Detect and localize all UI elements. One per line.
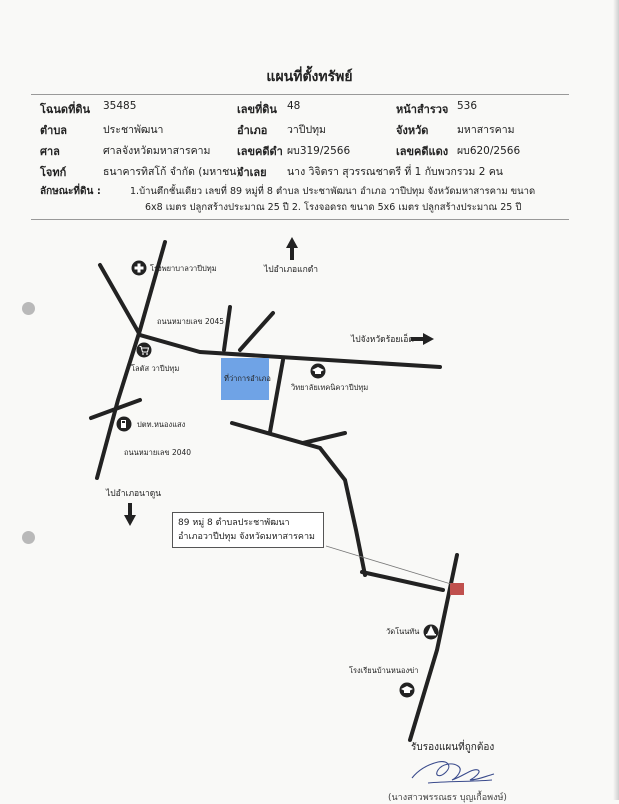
roads	[89, 240, 459, 742]
value-plaintiff: ธนาคารทิสโก้ จำกัด (มหาชน)	[103, 166, 241, 178]
arrows	[124, 237, 434, 526]
label-black-case: เลขคดีดำ	[237, 145, 283, 158]
district-office-block	[221, 358, 269, 400]
shopping-cart-icon	[136, 342, 152, 358]
district-office-label: ที่ว่าการอำเภอ	[224, 373, 271, 383]
label-district: อำเภอ	[237, 124, 268, 137]
arrow-up-icon	[286, 237, 298, 260]
hospital-label: โรงพยาบาลวาปีปทุม	[150, 264, 217, 273]
land-character-line-1: 1.บ้านตึกชั้นเดียว เลขที่ 89 หมู่ที่ 8 ต…	[130, 186, 536, 197]
arrow-right-icon	[411, 333, 434, 345]
label-defendant: จำเลย	[237, 166, 267, 179]
lotus-label: โลตัส วาปีปทุม	[131, 364, 179, 373]
value-title-deed: 35485	[103, 100, 137, 112]
road-south-short	[268, 358, 285, 434]
road-branch-right	[301, 431, 347, 445]
temple-label: วัดโนนทัน	[386, 627, 419, 636]
graduation-cap-icon	[310, 363, 326, 379]
value-court: ศาลจังหวัดมหาสารคาม	[103, 145, 211, 157]
property-address-callout: 89 หมู่ 8 ตำบลประชาพัฒนา อำเภอวาปีปทุม จ…	[172, 512, 324, 548]
hospital-icon	[131, 260, 147, 276]
land-character-line-2: 6x8 เมตร ปลูกสร้างประมาณ 25 ปี 2. โรงจอด…	[145, 202, 522, 213]
punch-hole-bottom	[22, 531, 35, 544]
value-subdistrict: ประชาพัฒนา	[103, 124, 164, 136]
label-plaintiff: โจทก์	[40, 166, 67, 179]
to-nadun-label: ไปอำเภอนาดูน	[105, 488, 161, 499]
arrow-down-icon	[124, 503, 136, 526]
label-red-case: เลขคดีแดง	[396, 145, 449, 158]
road-2040	[95, 240, 167, 480]
callout-line-2: อำเภอวาปีปทุม จังหวัดมหาสารคาม	[178, 532, 315, 542]
value-black-case: ผบ319/2566	[287, 145, 351, 157]
road-north-2	[238, 311, 275, 352]
school-graduation-cap-icon	[399, 682, 415, 698]
road-to-property	[230, 421, 367, 577]
property-marker	[450, 583, 464, 595]
signature	[411, 761, 495, 784]
road-2045-label: ถนนหมายเลข 2045	[157, 317, 224, 326]
label-court: ศาล	[40, 145, 60, 158]
value-district: วาปีปทุม	[287, 124, 326, 136]
property-info-table: โฉนดที่ดิน 35485 เลขที่ดิน 48 หน้าสำรวจ …	[31, 94, 569, 220]
value-survey-page: 536	[457, 100, 478, 112]
road-north-1	[222, 305, 232, 352]
certification-text: รับรองแผนที่ถูกต้อง	[411, 742, 495, 753]
school-label: โรงเรียนบ้านหนองข่า	[349, 666, 419, 675]
label-survey-page: หน้าสำรวจ	[396, 103, 449, 116]
college-label: วิทยาลัยเทคนิควาปีปทุม	[290, 383, 368, 392]
callout-leader-line	[325, 545, 452, 585]
value-land-no: 48	[287, 100, 301, 112]
signer-name: (นางสาวพรรณธร บุญเกื้อพงษ์)	[388, 793, 507, 803]
road-2045	[98, 263, 442, 369]
callout-line-1: 89 หมู่ 8 ตำบลประชาพัฒนา	[178, 518, 290, 528]
value-defendant: นาง วิจิตรา สุวรรณชาตรี ที่ 1 กับพวกรวม …	[287, 166, 503, 178]
punch-hole-top	[22, 302, 35, 315]
road-2040-label: ถนนหมายเลข 2040	[124, 448, 191, 457]
to-roiet-label: ไปจังหวัดร้อยเอ็ด	[350, 333, 414, 345]
label-title-deed: โฉนดที่ดิน	[40, 103, 90, 116]
ptt-label: ปตท.หนองแสง	[137, 420, 186, 429]
page-title: แผนที่ตั้งทรัพย์	[266, 69, 353, 85]
fuel-pump-icon	[116, 416, 132, 432]
to-old-district-label: ไปอำเภอแกดำ	[263, 264, 318, 275]
label-land-character: ลักษณะที่ดิน :	[40, 186, 101, 197]
label-province: จังหวัด	[396, 124, 429, 137]
label-land-no: เลขที่ดิน	[237, 103, 277, 116]
label-subdistrict: ตำบล	[40, 124, 68, 137]
temple-icon	[423, 624, 439, 640]
road-branch-left	[89, 398, 142, 420]
value-red-case: ผบ620/2566	[457, 145, 521, 157]
scan-edge-shadow	[613, 0, 619, 800]
value-province: มหาสารคาม	[457, 124, 515, 136]
village-road	[360, 570, 445, 592]
